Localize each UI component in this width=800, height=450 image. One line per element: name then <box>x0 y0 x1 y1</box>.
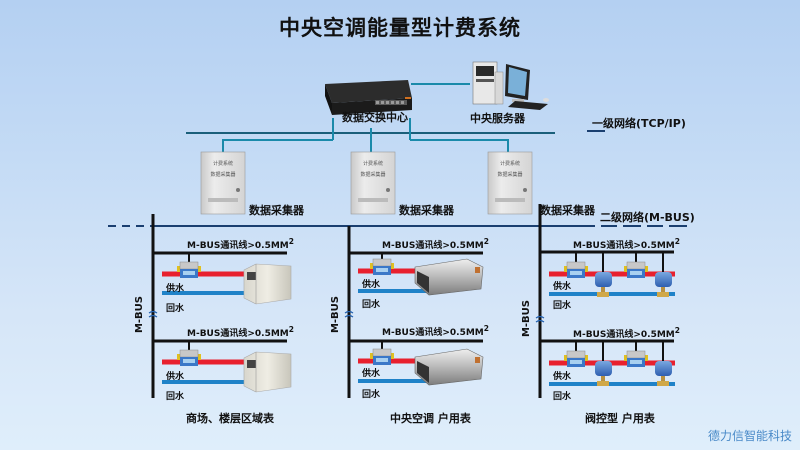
heat-meter-icon-s3-r2-2 <box>624 350 648 367</box>
switch-icon <box>325 80 412 115</box>
section-caption-2: 中央空调 户用表 <box>390 412 471 425</box>
data-collector-box-3 <box>487 151 533 215</box>
supply-label-s2-r1: 供水 <box>362 280 381 290</box>
control-valve-icon-s3-r1-1 <box>595 272 612 297</box>
return-label-s1-r1: 回水 <box>166 304 185 314</box>
heat-meter-icon-s3-r1-1 <box>564 261 588 278</box>
control-valve-icon-s3-r2-1 <box>595 361 612 386</box>
heat-meter-icon-s2-r1 <box>370 258 394 275</box>
fan-coil-unit-icon-s2-r1 <box>414 258 484 296</box>
panel-line-1: 计费系统 <box>499 161 520 167</box>
mbus-vertical-label-3: M-BUS <box>521 300 532 338</box>
supply-label-s3-r2: 供水 <box>553 372 572 382</box>
control-valve-icon-s3-r2-2 <box>655 361 672 386</box>
server-label: 中央服务器 <box>470 112 525 125</box>
data-collector-box-1 <box>200 151 246 215</box>
panel-line-2: 数据采集器 <box>497 172 523 178</box>
collector-label-3: 数据采集器 <box>540 204 595 217</box>
return-label-s2-r2: 回水 <box>362 390 381 400</box>
supply-label-s1-r2: 供水 <box>166 372 185 382</box>
valve-wire-s3-r1-1 <box>587 251 604 272</box>
section-caption-1: 商场、楼层区域表 <box>186 412 274 425</box>
data-collector-box-2 <box>350 151 396 215</box>
heat-meter-icon-s1-r2 <box>177 349 201 366</box>
network2-label: 二级网络(M-BUS) <box>600 211 695 224</box>
mbus-vertical-label-2: M-BUS <box>330 296 341 334</box>
supply-label-s2-r2: 供水 <box>362 369 381 379</box>
panel-line-1: 计费系统 <box>212 161 233 167</box>
collector-panel-text-3: 计费系统 数据采集器 <box>488 160 532 178</box>
valve-wire-s3-r2-1 <box>587 340 604 361</box>
wire-label-s1-r1: M-BUS通讯线>0.5MM2 <box>187 237 294 251</box>
collector-label-1: 数据采集器 <box>249 204 304 217</box>
valve-wire-s3-r2-2 <box>647 340 664 361</box>
fan-coil-unit-icon-s2-r2 <box>414 348 484 386</box>
network1-label: 一级网络(TCP/IP) <box>592 117 686 130</box>
heat-meter-icon-s2-r2 <box>370 348 394 365</box>
page-title: 中央空调能量型计费系统 <box>279 16 521 40</box>
return-label-s2-r1: 回水 <box>362 300 381 310</box>
supply-label-s1-r1: 供水 <box>166 284 185 294</box>
return-label-s1-r2: 回水 <box>166 392 185 402</box>
collector-panel-text-1: 计费系统 数据采集器 <box>201 160 245 178</box>
air-handling-unit-icon-s1-r1 <box>243 263 292 305</box>
section-caption-3: 阀控型 户用表 <box>585 412 655 425</box>
heat-meter-icon-s3-r1-2 <box>624 261 648 278</box>
panel-line-2: 数据采集器 <box>210 172 236 178</box>
wire-label-s2-r1: M-BUS通讯线>0.5MM2 <box>382 237 489 251</box>
supply-label-s3-r1: 供水 <box>553 282 572 292</box>
wire-label-s2-r2: M-BUS通讯线>0.5MM2 <box>382 324 489 338</box>
valve-wire-s3-r1-2 <box>647 251 664 272</box>
return-label-s3-r1: 回水 <box>553 301 572 311</box>
heat-meter-icon-s1-r1 <box>177 261 201 278</box>
air-handling-unit-icon-s1-r2 <box>243 351 292 393</box>
heat-meter-icon-s3-r2-1 <box>564 350 588 367</box>
wire-label-s3-r1: M-BUS通讯线>0.5MM2 <box>573 237 680 251</box>
server-computer-icon <box>472 61 549 110</box>
mbus-vertical-label-1: M-BUS <box>134 296 145 334</box>
wire-label-s3-r2: M-BUS通讯线>0.5MM2 <box>573 326 680 340</box>
switch-label: 数据交换中心 <box>342 111 408 124</box>
collector-label-2: 数据采集器 <box>399 204 454 217</box>
panel-line-2: 数据采集器 <box>360 172 386 178</box>
panel-line-1: 计费系统 <box>362 161 383 167</box>
control-valve-icon-s3-r1-2 <box>655 272 672 297</box>
return-label-s3-r2: 回水 <box>553 392 572 402</box>
collector-panel-text-2: 计费系统 数据采集器 <box>351 160 395 178</box>
wire-label-s1-r2: M-BUS通讯线>0.5MM2 <box>187 325 294 339</box>
brand-watermark: 德力信智能科技 <box>707 429 792 443</box>
